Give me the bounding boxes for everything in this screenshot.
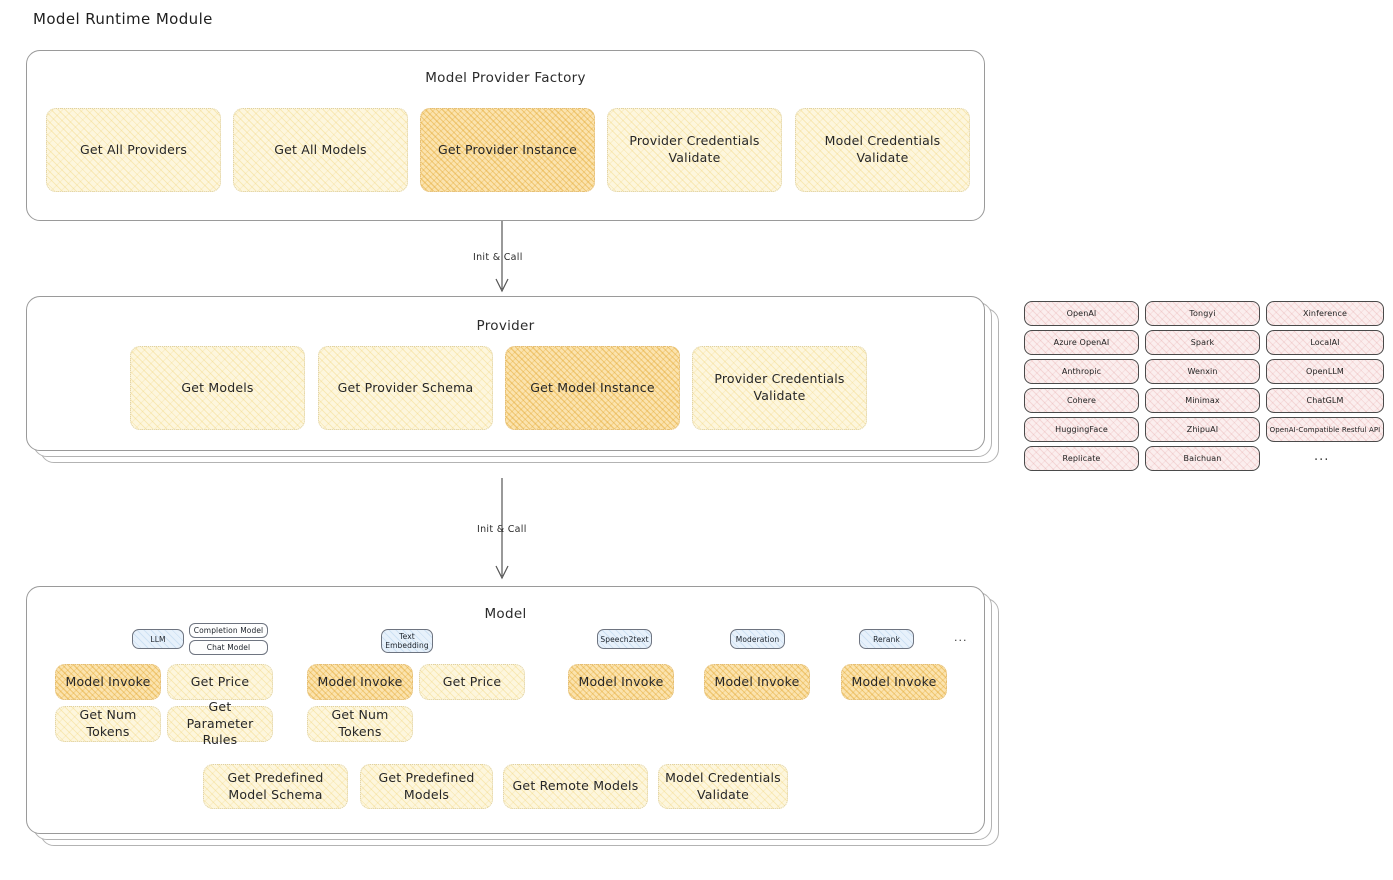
provider-chip-zhipuai[interactable]: ZhipuAI	[1145, 417, 1260, 442]
model-subtag-completion-model[interactable]: Completion Model	[189, 623, 268, 638]
provider-chip-huggingface[interactable]: HuggingFace	[1024, 417, 1139, 442]
provider-chip-minimax[interactable]: Minimax	[1145, 388, 1260, 413]
provider-list: OpenAI Azure OpenAI Anthropic Cohere Hug…	[1024, 301, 1384, 476]
provider-panel: Provider Get Models Get Provider Schema …	[26, 296, 985, 451]
provider-box-get-provider-schema[interactable]: Get Provider Schema	[318, 346, 493, 430]
model-type-tag-speech2text[interactable]: Speech2text	[597, 629, 652, 649]
provider-chip-openai[interactable]: OpenAI	[1024, 301, 1139, 326]
arrow-provider-to-model	[470, 478, 590, 588]
provider-chip-localai[interactable]: LocalAI	[1266, 330, 1384, 355]
provider-chip-cohere[interactable]: Cohere	[1024, 388, 1139, 413]
moderation-method-model-invoke[interactable]: Model Invoke	[704, 664, 810, 700]
factory-box-get-provider-instance[interactable]: Get Provider Instance	[420, 108, 595, 192]
model-types-more-ellipsis: ...	[954, 631, 968, 644]
model-title: Model	[484, 606, 527, 622]
llm-method-get-num-tokens[interactable]: Get Num Tokens	[55, 706, 161, 742]
factory-box-provider-credentials-validate[interactable]: Provider Credentials Validate	[607, 108, 782, 192]
model-type-tag-rerank[interactable]: Rerank	[859, 629, 914, 649]
factory-box-model-credentials-validate[interactable]: Model Credentials Validate	[795, 108, 970, 192]
provider-chip-chatglm[interactable]: ChatGLM	[1266, 388, 1384, 413]
llm-method-model-invoke[interactable]: Model Invoke	[55, 664, 161, 700]
speech2text-method-model-invoke[interactable]: Model Invoke	[568, 664, 674, 700]
provider-chip-tongyi[interactable]: Tongyi	[1145, 301, 1260, 326]
rerank-method-model-invoke[interactable]: Model Invoke	[841, 664, 947, 700]
arrow-label-init-call-1: Init & Call	[473, 252, 523, 263]
factory-box-get-all-providers[interactable]: Get All Providers	[46, 108, 221, 192]
model-type-tag-text-embedding[interactable]: Text Embedding	[381, 629, 433, 653]
provider-list-more-ellipsis: ...	[1314, 449, 1330, 464]
provider-box-get-models[interactable]: Get Models	[130, 346, 305, 430]
provider-chip-wenxin[interactable]: Wenxin	[1145, 359, 1260, 384]
provider-box-get-model-instance[interactable]: Get Model Instance	[505, 346, 680, 430]
provider-chip-anthropic[interactable]: Anthropic	[1024, 359, 1139, 384]
llm-method-get-price[interactable]: Get Price	[167, 664, 273, 700]
provider-chip-openllm[interactable]: OpenLLM	[1266, 359, 1384, 384]
model-panel: Model LLM Completion Model Chat Model Mo…	[26, 586, 985, 834]
arrow-icon	[495, 478, 509, 580]
provider-chip-baichuan[interactable]: Baichuan	[1145, 446, 1260, 471]
factory-box-get-all-models[interactable]: Get All Models	[233, 108, 408, 192]
model-shared-get-predefined-model-schema[interactable]: Get Predefined Model Schema	[203, 764, 348, 809]
text-embedding-method-get-num-tokens[interactable]: Get Num Tokens	[307, 706, 413, 742]
provider-title: Provider	[476, 318, 535, 334]
model-type-tag-llm[interactable]: LLM	[132, 629, 184, 649]
provider-box-provider-credentials-validate[interactable]: Provider Credentials Validate	[692, 346, 867, 430]
provider-chip-openai-compatible-restful-api[interactable]: OpenAI-Compatible Restful API	[1266, 417, 1384, 442]
model-shared-get-remote-models[interactable]: Get Remote Models	[503, 764, 648, 809]
llm-method-get-parameter-rules[interactable]: Get Parameter Rules	[167, 699, 273, 747]
model-provider-factory-panel: Model Provider Factory Get All Providers…	[26, 50, 985, 221]
model-shared-model-credentials-validate[interactable]: Model Credentials Validate	[658, 764, 788, 809]
arrow-factory-to-provider	[470, 221, 590, 301]
page-title: Model Runtime Module	[33, 10, 213, 28]
provider-chip-azure-openai[interactable]: Azure OpenAI	[1024, 330, 1139, 355]
provider-chip-replicate[interactable]: Replicate	[1024, 446, 1139, 471]
text-embedding-method-get-price[interactable]: Get Price	[419, 664, 525, 700]
arrow-label-init-call-2: Init & Call	[477, 524, 527, 535]
model-type-tag-moderation[interactable]: Moderation	[730, 629, 785, 649]
model-provider-factory-title: Model Provider Factory	[425, 70, 586, 86]
model-shared-get-predefined-models[interactable]: Get Predefined Models	[360, 764, 493, 809]
provider-chip-spark[interactable]: Spark	[1145, 330, 1260, 355]
provider-chip-xinference[interactable]: Xinference	[1266, 301, 1384, 326]
model-subtag-chat-model[interactable]: Chat Model	[189, 640, 268, 655]
text-embedding-method-model-invoke[interactable]: Model Invoke	[307, 664, 413, 700]
arrow-icon	[495, 221, 509, 293]
